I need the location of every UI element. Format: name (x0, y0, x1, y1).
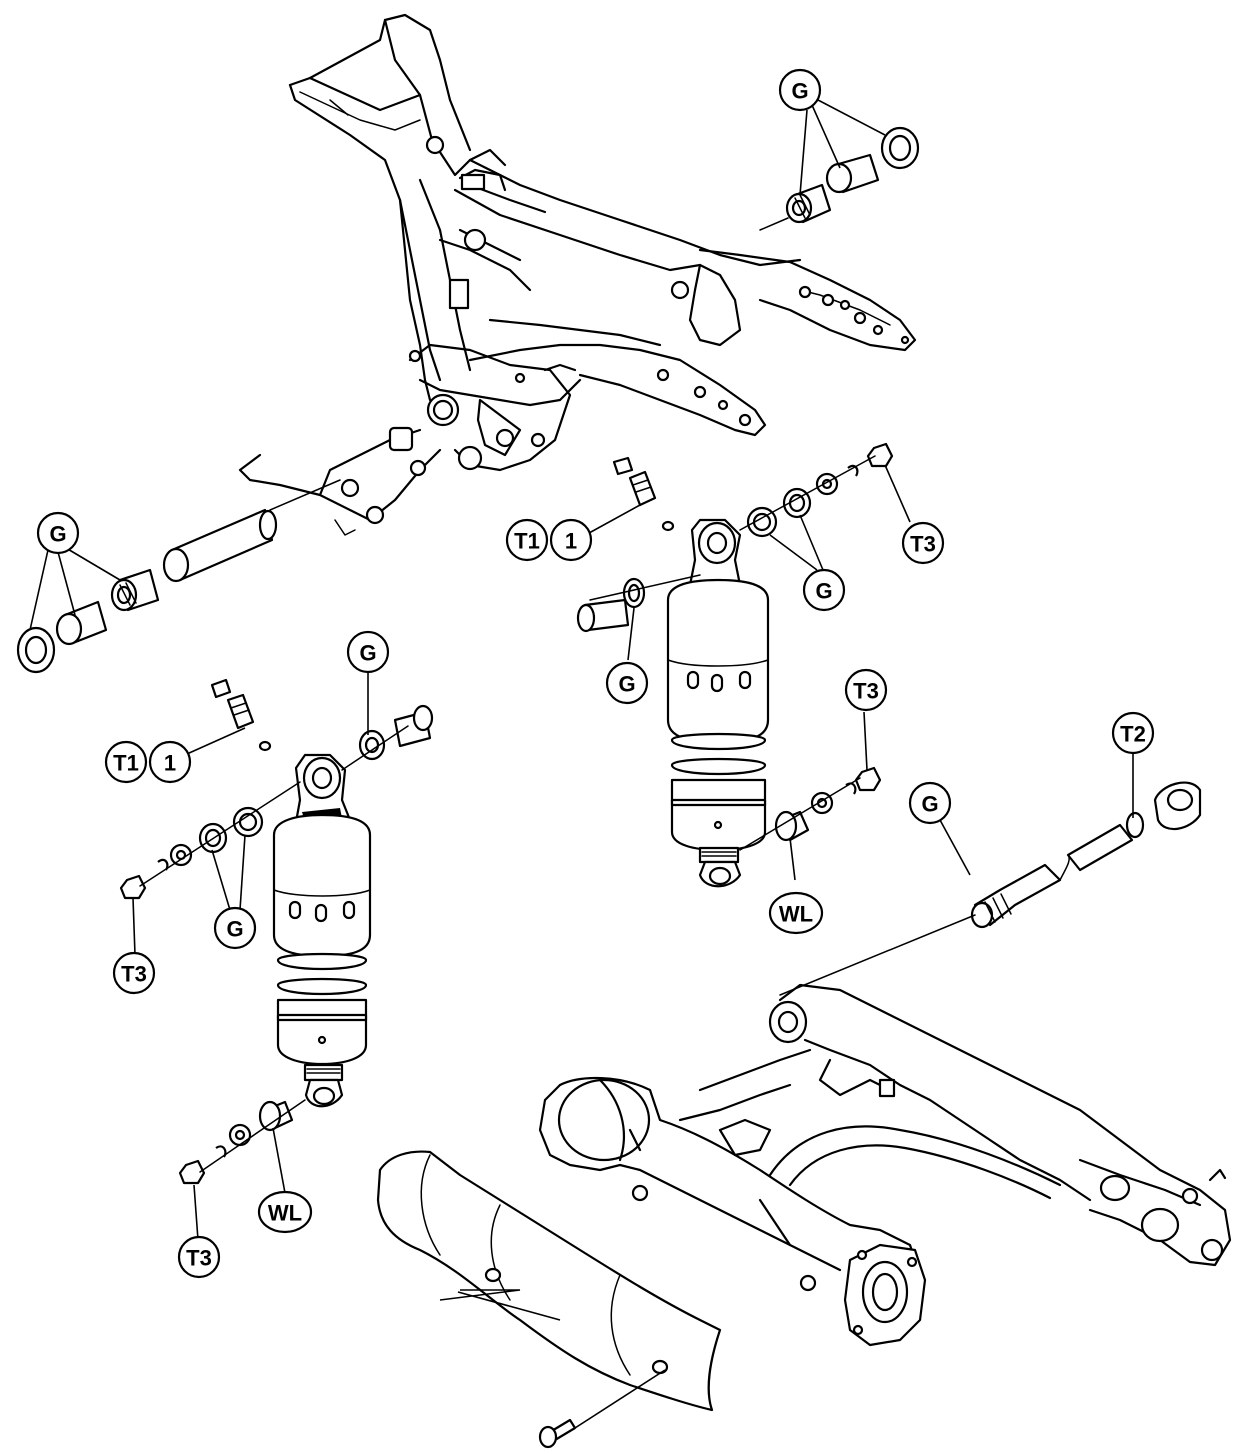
callout-t2: T2 (1111, 711, 1155, 755)
svg-text:1: 1 (164, 751, 176, 776)
svg-text:T1: T1 (113, 751, 139, 776)
svg-text:WL: WL (779, 902, 813, 927)
callout-t1-right: T1 1 (505, 518, 593, 562)
pivot-parts (16, 126, 1202, 996)
callout-g-right-bushing: G (605, 661, 649, 705)
callout-g-left-shock-top: G (346, 630, 390, 674)
callout-t3-left-upper: T3 (112, 951, 156, 995)
callout-g-left-shock: G (213, 906, 257, 950)
svg-text:G: G (359, 641, 376, 666)
leader-lines (29, 99, 1134, 1429)
rear-shock-right (576, 442, 894, 888)
svg-text:G: G (921, 792, 938, 817)
svg-text:1: 1 (565, 529, 577, 554)
svg-text:T3: T3 (910, 532, 936, 557)
callouts: G G T1 1 T3 G G G T3 T2 (36, 68, 1155, 1279)
svg-text:G: G (791, 79, 808, 104)
callout-t1-left: T1 1 (104, 740, 192, 784)
callout-wl-left: WL (257, 1190, 313, 1234)
callout-t3-left-lower: T3 (177, 1235, 221, 1279)
callout-g-pivot-shaft: G (908, 781, 952, 825)
svg-text:T3: T3 (186, 1246, 212, 1271)
swingarm-cover (376, 1150, 722, 1449)
callout-t3-right-lower: T3 (844, 668, 888, 712)
svg-text:T3: T3 (853, 679, 879, 704)
callout-g-left-pivot: G (36, 511, 80, 555)
rear-shock-left (119, 678, 434, 1185)
svg-text:T3: T3 (121, 962, 147, 987)
svg-text:T1: T1 (514, 529, 540, 554)
frame (238, 13, 917, 536)
callout-wl-right: WL (768, 891, 824, 935)
svg-text:WL: WL (268, 1201, 302, 1226)
callout-t3-upper-right: T3 (901, 521, 945, 565)
swingarm (538, 983, 1232, 1347)
svg-text:G: G (49, 522, 66, 547)
callout-g-upper-pivot: G (778, 68, 822, 112)
svg-text:G: G (618, 672, 635, 697)
svg-text:G: G (815, 579, 832, 604)
callout-g-right-shock: G (802, 568, 846, 612)
svg-text:T2: T2 (1120, 722, 1146, 747)
svg-text:G: G (226, 917, 243, 942)
